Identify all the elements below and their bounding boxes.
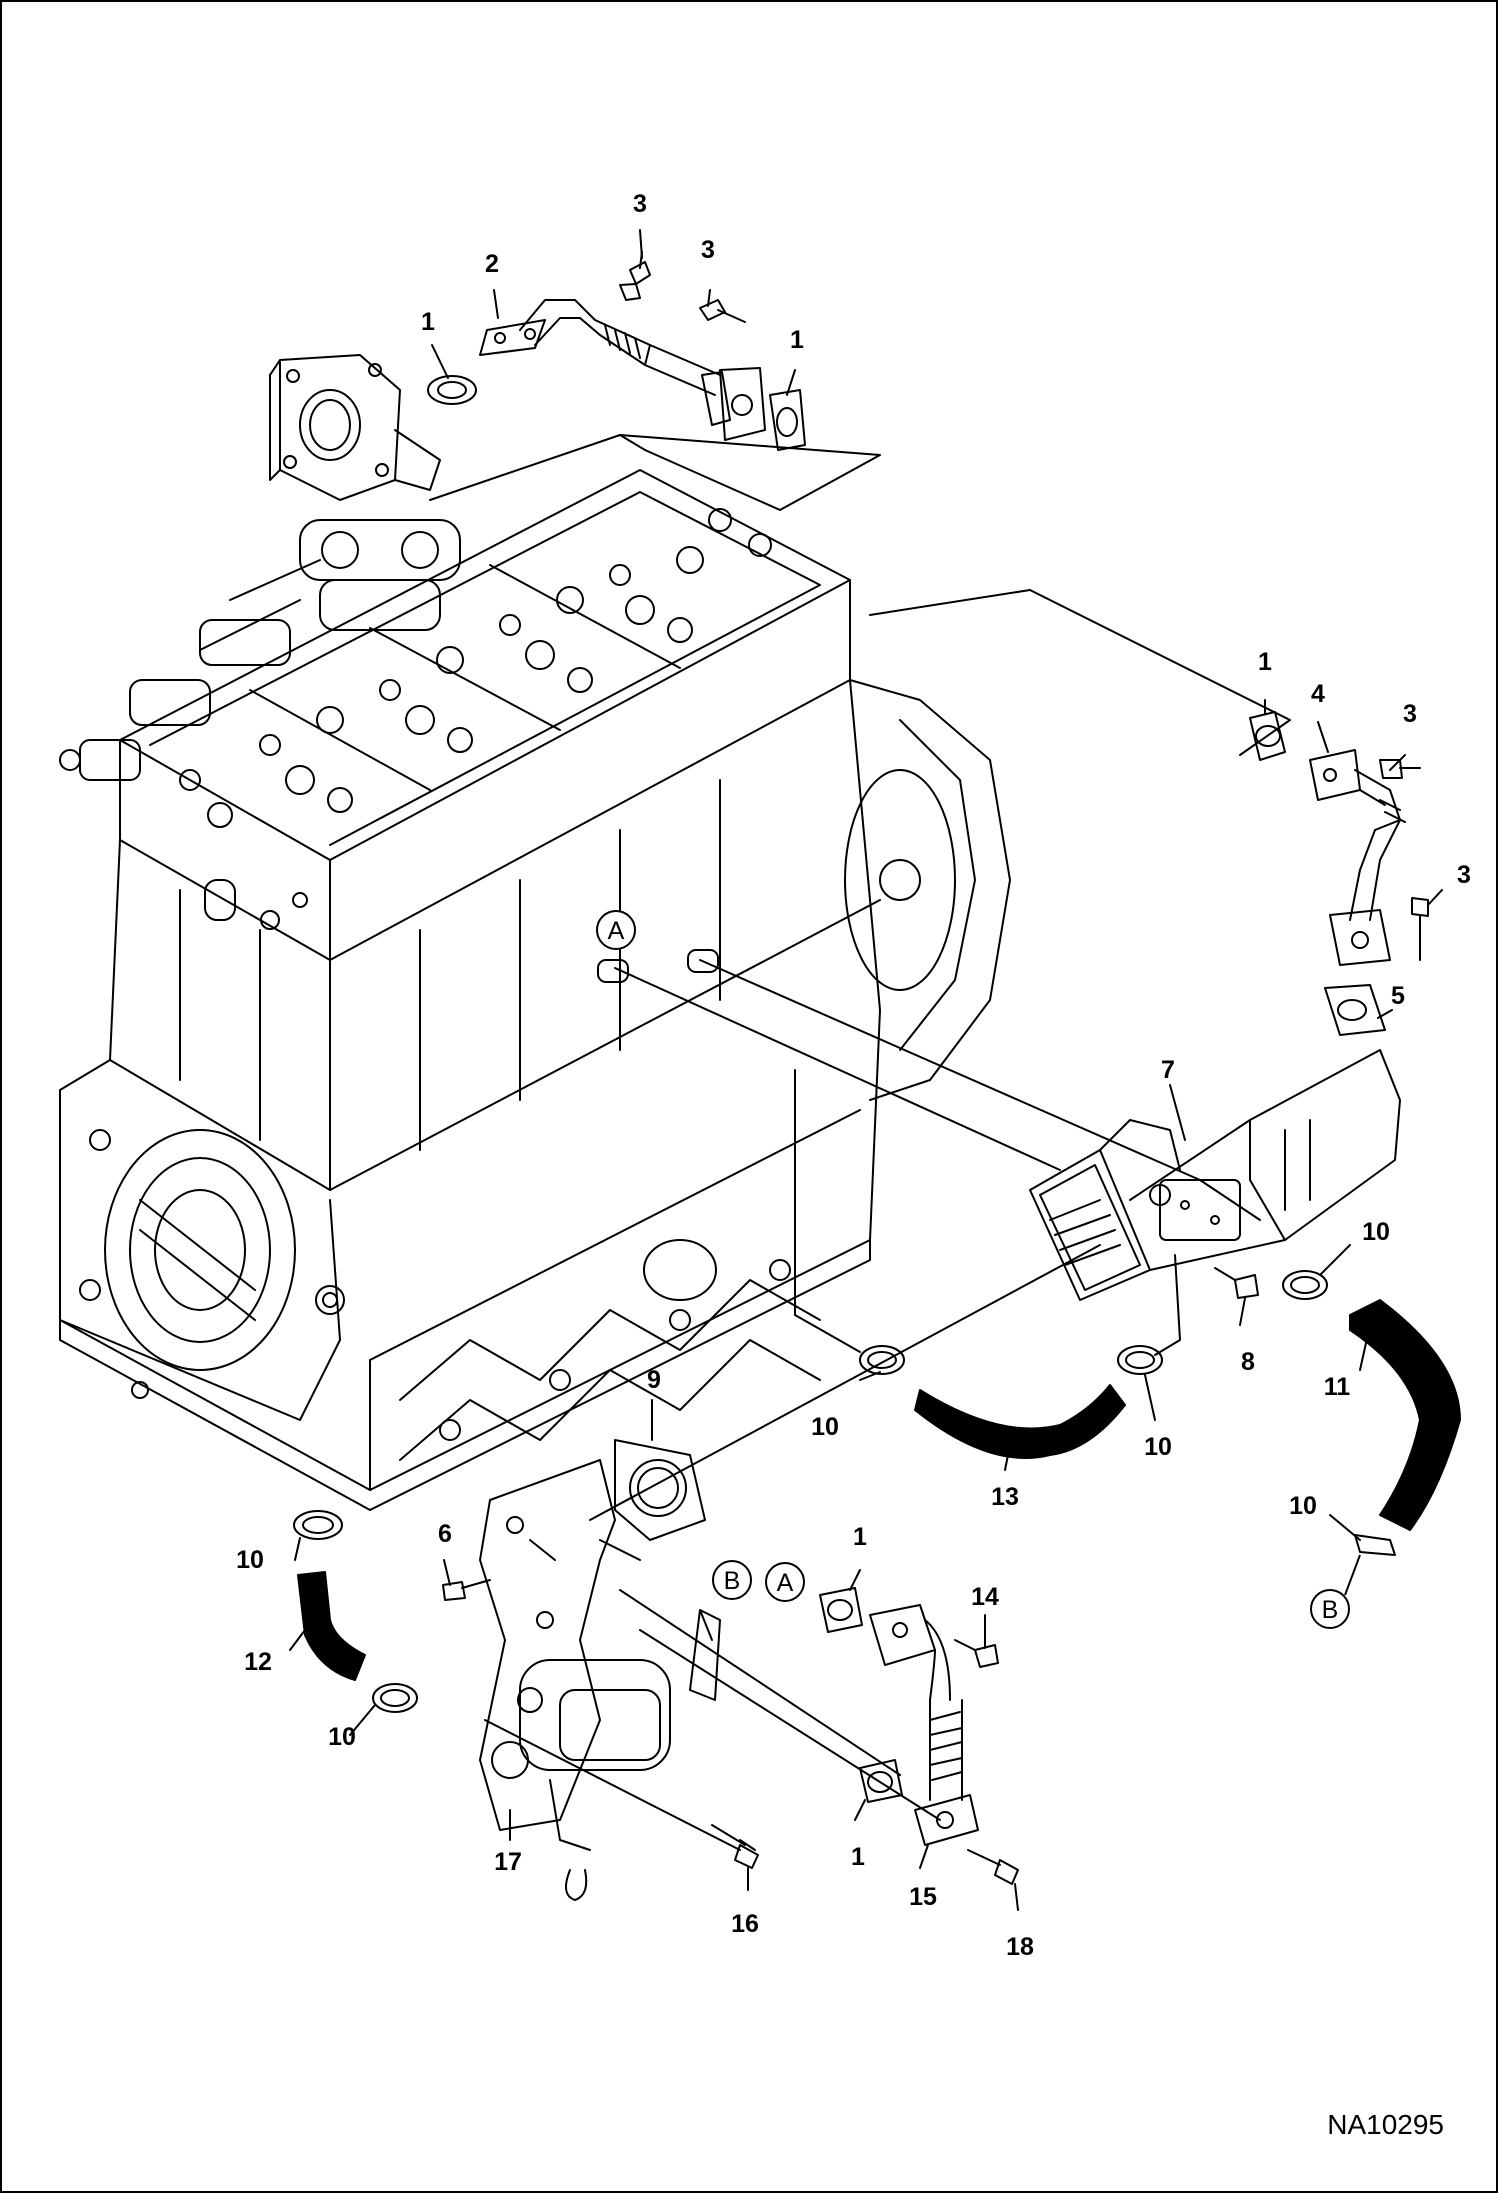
part-11-hose xyxy=(1349,1299,1461,1531)
part-3-bolt-a xyxy=(619,251,651,301)
part-13-hose xyxy=(914,1384,1126,1459)
part-4-egr-pipe xyxy=(1309,749,1406,966)
part-1-gasket-d xyxy=(819,1587,863,1633)
callout-3: 3 xyxy=(1457,861,1471,889)
callout-1: 1 xyxy=(790,326,804,354)
part-2-egr-pipe xyxy=(479,299,766,441)
callout-labels: 1 2 3 3 1 1 4 3 3 5 7 10 8 11 9 10 10 13… xyxy=(236,190,1471,1961)
callout-7: 7 xyxy=(1161,1056,1175,1084)
callout-5: 5 xyxy=(1391,982,1405,1010)
leader-box-top xyxy=(619,434,881,511)
svg-text:A: A xyxy=(608,917,625,945)
callout-10: 10 xyxy=(1289,1492,1317,1520)
callout-15: 15 xyxy=(909,1883,937,1911)
part-6-bolt xyxy=(442,1579,491,1601)
part-12-hose xyxy=(297,1571,366,1681)
callout-10: 10 xyxy=(1144,1433,1172,1461)
part-1-gasket-e xyxy=(859,1759,903,1803)
part-10-clamp-d xyxy=(1354,1534,1396,1556)
leader-lines xyxy=(289,229,1443,1911)
svg-text:B: B xyxy=(724,1567,741,1595)
intake-flange xyxy=(269,354,441,501)
part-17-egr-valve xyxy=(479,1459,721,1901)
svg-text:B: B xyxy=(1322,1596,1339,1624)
callout-1: 1 xyxy=(851,1843,865,1871)
engine-block xyxy=(59,469,1011,1511)
callout-3: 3 xyxy=(633,190,647,218)
part-9-gasket xyxy=(614,1439,706,1541)
callout-4: 4 xyxy=(1311,680,1325,708)
callout-13: 13 xyxy=(991,1483,1019,1511)
callout-3: 3 xyxy=(701,236,715,264)
connector-B-valve: B xyxy=(712,1560,752,1600)
callout-10: 10 xyxy=(811,1413,839,1441)
part-3-bolt-d xyxy=(1411,897,1429,961)
callout-2: 2 xyxy=(485,250,499,278)
callout-10: 10 xyxy=(328,1723,356,1751)
callout-14: 14 xyxy=(971,1583,999,1611)
part-15-egr-pipe xyxy=(869,1604,979,1846)
part-10-clamp-c xyxy=(1117,1345,1163,1375)
leader-box-right xyxy=(869,589,1291,756)
part-1-gasket-c xyxy=(1249,711,1286,761)
part-10-clamp-a xyxy=(1282,1270,1328,1300)
part-10-clamp-f xyxy=(372,1683,418,1713)
part-5-gasket xyxy=(1324,984,1386,1036)
callout-1: 1 xyxy=(421,308,435,336)
part-14-bolt xyxy=(954,1639,999,1668)
part-10-clamp-b xyxy=(859,1345,905,1375)
part-8-bolt xyxy=(1214,1267,1259,1299)
connector-A-block: A xyxy=(596,910,636,950)
figure-id: NA10295 xyxy=(1327,2109,1444,2140)
part-16-bolt xyxy=(711,1824,759,1869)
part-10-clamp-e xyxy=(293,1510,343,1540)
connector-markers: A A B B xyxy=(596,910,1361,1629)
part-3-bolt-b xyxy=(699,299,746,323)
part-1-gasket-b xyxy=(769,389,806,451)
callout-6: 6 xyxy=(438,1520,452,1548)
callout-3: 3 xyxy=(1403,700,1417,728)
callout-10: 10 xyxy=(236,1546,264,1574)
part-7-egr-cooler xyxy=(1029,1049,1401,1301)
part-3-bolt-c xyxy=(1379,759,1421,779)
callout-11: 11 xyxy=(1324,1373,1351,1401)
callout-18: 18 xyxy=(1006,1933,1034,1961)
callout-8: 8 xyxy=(1241,1348,1255,1376)
part-18-bolt xyxy=(967,1849,1019,1885)
part-1-gasket-a xyxy=(427,375,477,405)
callout-16: 16 xyxy=(731,1910,759,1938)
callout-1: 1 xyxy=(853,1523,867,1551)
callout-1: 1 xyxy=(1258,648,1272,676)
connector-A-pipe: A xyxy=(765,1562,805,1602)
callout-17: 17 xyxy=(494,1848,522,1876)
connector-B-hose: B xyxy=(1310,1589,1350,1629)
callout-9: 9 xyxy=(647,1366,661,1394)
svg-text:A: A xyxy=(777,1569,794,1597)
callout-10: 10 xyxy=(1362,1218,1390,1246)
callout-12: 12 xyxy=(244,1648,272,1676)
